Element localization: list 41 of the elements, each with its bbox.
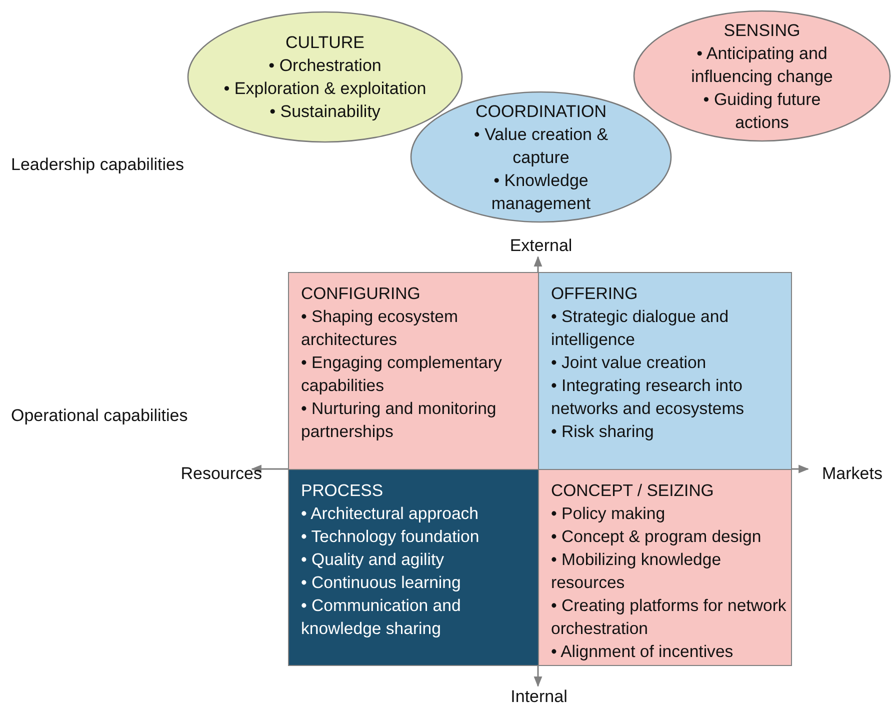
quadrant-box xyxy=(288,272,539,470)
axis-label: Internal xyxy=(510,687,568,705)
bullet-item: • Quality and agility xyxy=(301,549,445,571)
quadrant-box xyxy=(538,272,792,470)
axis-label: External xyxy=(510,236,572,256)
heading: CULTURE xyxy=(284,32,366,54)
row-label: Leadership capabilities xyxy=(11,155,184,175)
bullet-item: • Orchestration xyxy=(268,55,382,77)
axis-label: Resources xyxy=(180,464,262,484)
axis-label: Markets xyxy=(822,464,882,484)
bullet-item: • Guiding future actions xyxy=(702,88,822,134)
bullet-item: • Joint value creation xyxy=(551,352,708,374)
bullet-item: • Concept & program design xyxy=(551,526,762,548)
bullet-item: • Sustainability xyxy=(268,101,382,123)
bullet-item: • Architectural approach xyxy=(301,503,480,525)
heading: COORDINATION xyxy=(474,100,608,122)
bullet-item: • Mobilizing knowledge resources xyxy=(551,549,722,594)
bullet-item: • Nurturing and monitoring partnerships xyxy=(301,398,498,443)
bullet-item: • Integrating research into networks and ecosystems xyxy=(551,375,746,420)
heading: PROCESS xyxy=(301,480,384,502)
quadrant-box xyxy=(288,469,539,666)
row-label: Operational capabilities xyxy=(11,406,188,426)
bullet-item: • Strategic dialogue and intelligence xyxy=(551,306,730,351)
bullet-item: • Technology foundation xyxy=(301,526,480,548)
bullet-item: • Value creation & capture xyxy=(472,124,610,168)
bullet-item: • Engaging complementary capabilities xyxy=(301,352,503,397)
bullet-item: • Risk sharing xyxy=(551,421,655,443)
heading: CONCEPT / SEIZING xyxy=(551,480,715,502)
heading: CONFIGURING xyxy=(301,283,422,305)
bullet-item: • Knowledge management xyxy=(490,170,592,214)
bullet-item: • Alignment of incentives xyxy=(551,641,734,663)
bullet-item: • Communication and knowledge sharing xyxy=(301,595,462,640)
bullet-item: • Policy making xyxy=(551,503,666,525)
bullet-item: • Exploration & exploitation xyxy=(222,78,428,100)
bullet-item: • Anticipating and influencing change xyxy=(690,42,834,88)
bullet-item: • Creating platforms for network orchestration xyxy=(551,595,788,640)
quadrant-box xyxy=(538,469,792,666)
heading: SENSING xyxy=(722,20,802,42)
bullet-item: • Shaping ecosystem architectures xyxy=(301,306,459,351)
heading: OFFERING xyxy=(551,283,639,305)
bullet-item: • Continuous learning xyxy=(301,572,462,594)
